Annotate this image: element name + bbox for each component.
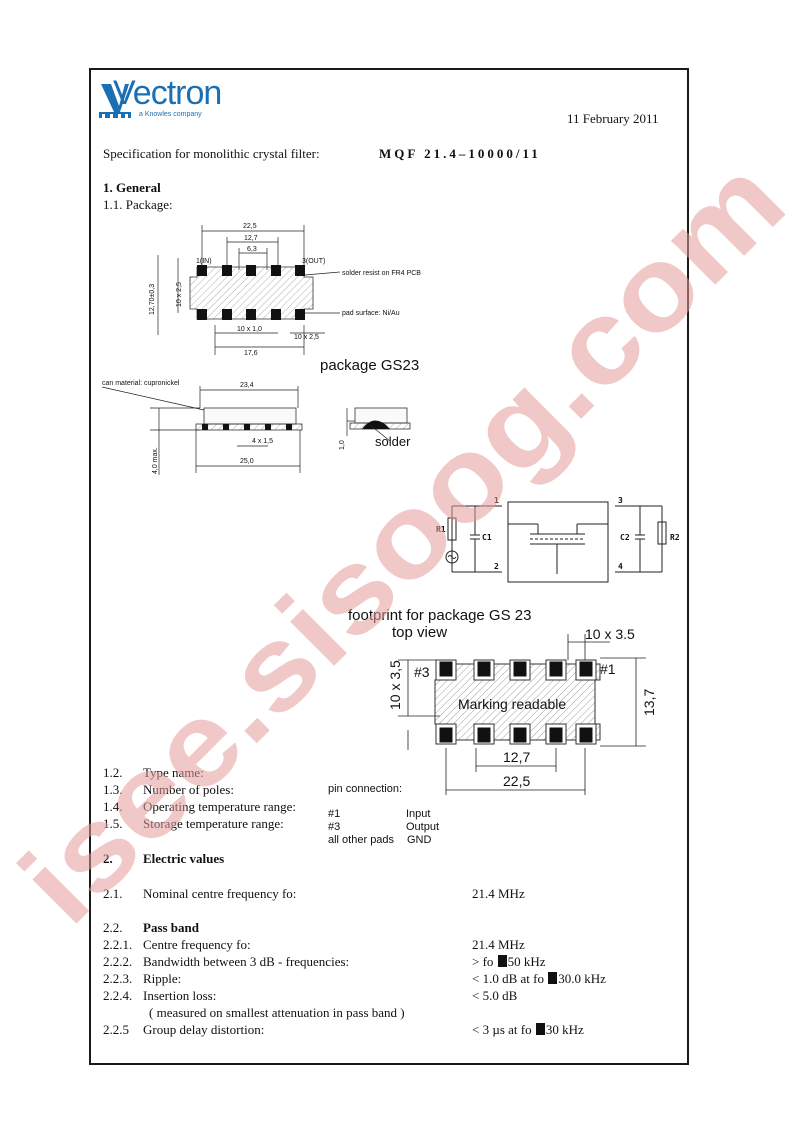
node-1-label: 1 (494, 496, 499, 505)
spec-item-num: 1.3. (103, 782, 123, 797)
filter-schematic: R1 C1 C2 R2 1 2 3 4 (436, 496, 680, 583)
vectron-logo: Vectron a Knowles company (99, 74, 229, 124)
c1-label: C1 (482, 533, 492, 542)
passband-row-value: < 5.0 dB (472, 988, 518, 1003)
logo-wordmark: Vectron (113, 74, 222, 112)
node-2-label: 2 (494, 562, 499, 571)
pin-connection-function: Input (406, 808, 431, 820)
passband-row-label: Ripple: (143, 971, 182, 986)
dim-4-0: 4,0 max. (152, 447, 159, 474)
pin-connection-title: pin connection: (328, 783, 402, 795)
passband-row-num: 2.2.4. (103, 988, 133, 1003)
spec-item-label: Number of poles: (143, 782, 234, 797)
footprint-subtitle: top view (392, 624, 448, 641)
passband-row-value: > fo 50 kHz (472, 954, 546, 969)
solder-label: solder (375, 434, 411, 449)
footprint-marking-label: Marking readable (458, 696, 566, 712)
can-material-note: can material: cupronickel (102, 380, 180, 387)
passband-row-num: 2.2.2. (103, 954, 133, 969)
redaction-mark (497, 955, 507, 967)
passband-row-value: 21.4 MHz (472, 937, 525, 952)
passband-row-label: Centre frequency fo: (143, 937, 251, 952)
spec-item-label: Operating temperature range: (143, 799, 297, 814)
c2-label: C2 (620, 533, 630, 542)
spec-item-num: 1.4. (103, 799, 123, 814)
page-border (89, 68, 689, 1065)
spec-item-num: 1.2. (103, 765, 123, 780)
dim-25-0: 25,0 (240, 458, 254, 465)
node-3-label: 3 (618, 496, 623, 505)
passband-row-value: < 3 µs at fo 30 kHz (472, 1022, 584, 1037)
spec-item-label: Storage temperature range: (143, 816, 284, 831)
footprint-dim-13-7: 13,7 (641, 689, 657, 716)
redaction-mark (548, 972, 558, 984)
footprint-dim-12-7: 12,7 (503, 749, 530, 765)
dim-6-3: 6,3 (247, 246, 257, 253)
redaction-mark (535, 1023, 545, 1035)
pin-connection-pin: #1 (328, 808, 341, 820)
pin-in-label: 1(IN) (196, 258, 212, 265)
nominal-num: 2.1. (103, 886, 123, 901)
package-top-drawing: 22,5 12,7 6,3 1(IN) 3(OUT) 10 x 2,5 12,7… (149, 223, 421, 357)
dim-4x1-5: 4 x 1,5 (252, 438, 273, 445)
dim-12-70: 12,70±0,3 (149, 284, 156, 315)
footprint-dim-10x3-5-left: 10 x 3,5 (387, 660, 403, 710)
solder-resist-note: solder resist on FR4 PCB (342, 270, 421, 277)
passband-heading: Pass band (143, 920, 199, 935)
spec-item-num: 1.5. (103, 816, 123, 831)
dim-22-5: 22,5 (243, 223, 257, 230)
r1-label: R1 (436, 525, 446, 534)
dim-17-6: 17,6 (244, 350, 258, 357)
spec-part-number: MQF 21.4–10000/11 (379, 146, 541, 161)
package-name-title: package GS23 (320, 357, 420, 374)
document-date: 11 February 2011 (567, 111, 659, 126)
dim-10x2-5-vertical: 10 x 2,5 (176, 282, 183, 307)
section-electric-heading: Electric values (143, 851, 225, 866)
dim-10x1-0: 10 x 1,0 (237, 326, 262, 333)
pin-connection-function: GND (407, 834, 432, 846)
footprint-pin3-label: #3 (414, 664, 430, 680)
dim-23-4: 23,4 (240, 382, 254, 389)
pin-connection-pin: all other pads (328, 834, 395, 846)
passband-row-num: 2.2.5 (103, 1022, 129, 1037)
section-electric-num: 2. (103, 851, 113, 866)
footprint-dim-10x3-5-top: 10 x 3.5 (585, 626, 635, 642)
pin-connection-pin: #3 (328, 821, 341, 833)
vectron-logo-mark (99, 84, 131, 118)
nominal-label: Nominal centre frequency fo: (143, 886, 297, 901)
passband-row-label: Insertion loss: (143, 988, 217, 1003)
r2-label: R2 (670, 533, 680, 542)
footprint-pin1-label: #1 (600, 661, 616, 677)
passband-row-label: ( measured on smallest attenuation in pa… (149, 1005, 405, 1020)
node-4-label: 4 (618, 562, 623, 571)
dim-10x2-5-horizontal: 10 x 2,5 (294, 334, 319, 341)
package-label: 1.1. Package: (103, 197, 173, 212)
pad-surface-note: pad surface: Ni/Au (342, 310, 400, 317)
passband-row-num: 2.2.3. (103, 971, 133, 986)
section-general-heading: 1. General (103, 180, 161, 195)
footprint-dim-22-5: 22,5 (503, 773, 530, 789)
passband-row-num: 2.2.1. (103, 937, 133, 952)
nominal-value: 21.4 MHz (472, 886, 525, 901)
footprint-drawing: 10 x 3.5 10 x 3,5 #3 #1 Marking readable… (387, 626, 657, 795)
spec-item-label: Type name: (143, 765, 204, 780)
passband-num: 2.2. (103, 920, 123, 935)
passband-row-value: < 1.0 dB at fo 30.0 kHz (472, 971, 606, 986)
dim-1-0: 1,0 (339, 440, 346, 450)
pin-out-label: 3(OUT) (302, 258, 325, 265)
pin-connection-function: Output (406, 821, 440, 833)
passband-row-label: Bandwidth between 3 dB - frequencies: (143, 954, 350, 969)
passband-row-label: Group delay distortion: (143, 1022, 265, 1037)
dim-12-7: 12,7 (244, 235, 258, 242)
logo-tagline: a Knowles company (139, 111, 202, 118)
spec-label: Specification for monolithic crystal fil… (103, 146, 320, 161)
footprint-title: footprint for package GS 23 (348, 607, 532, 624)
package-side-drawing: can material: cupronickel 23,4 4 x 1,5 4… (101, 380, 411, 475)
